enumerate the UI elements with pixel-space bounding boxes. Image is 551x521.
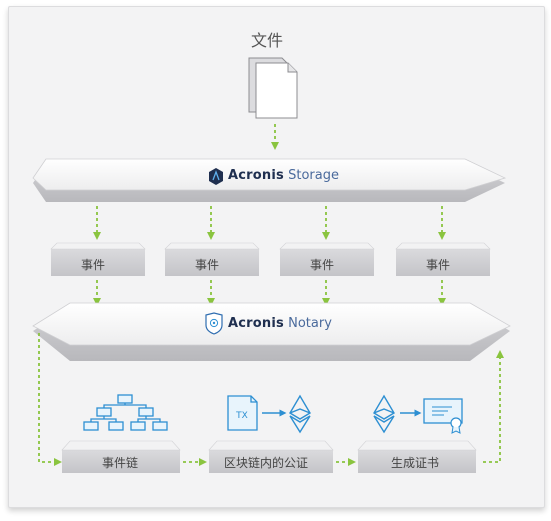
- storage-brand-label: Acronis Storage: [228, 168, 339, 183]
- chain-box: [61, 440, 181, 473]
- notary-slab: [32, 302, 511, 361]
- notary-product-name: Notary: [288, 316, 332, 331]
- certificate-icon: [423, 398, 463, 434]
- tx-document-icon: [227, 395, 258, 431]
- storage-slab: [32, 158, 507, 202]
- certificate-label: 生成证书: [391, 456, 440, 470]
- chain-label: 事件链: [102, 456, 139, 470]
- arrow-notary-to-chain: [38, 333, 62, 466]
- arrow-certificate-to-notary: [483, 350, 504, 463]
- ethereum-icon: [289, 394, 311, 434]
- event-box-2: [164, 242, 260, 276]
- event-label-3: 事件: [310, 258, 335, 272]
- event-box-1: [50, 242, 146, 276]
- acronis-notary-logo: [205, 312, 223, 335]
- storage-product-name: Storage: [288, 168, 339, 183]
- blockchain-box: [208, 440, 334, 473]
- event-chain-tree-icon: [83, 394, 168, 431]
- notary-brand-label: Acronis Notary: [228, 316, 332, 331]
- certificate-box: [357, 440, 477, 473]
- event-label-1: 事件: [81, 258, 106, 272]
- file-icon: [248, 57, 298, 119]
- event-label-2: 事件: [195, 258, 220, 272]
- blockchain-label: 区块链内的公证: [224, 456, 309, 470]
- tx-label: TX: [235, 411, 248, 421]
- event-label-4: 事件: [426, 258, 451, 272]
- notary-brand-name: Acronis: [228, 316, 284, 331]
- ethereum-icon-2: [373, 394, 395, 434]
- event-box-4: [395, 242, 491, 276]
- file-label: 文件: [251, 31, 284, 50]
- storage-brand-name: Acronis: [228, 168, 284, 183]
- event-box-3: [279, 242, 375, 276]
- acronis-storage-logo: [209, 168, 223, 185]
